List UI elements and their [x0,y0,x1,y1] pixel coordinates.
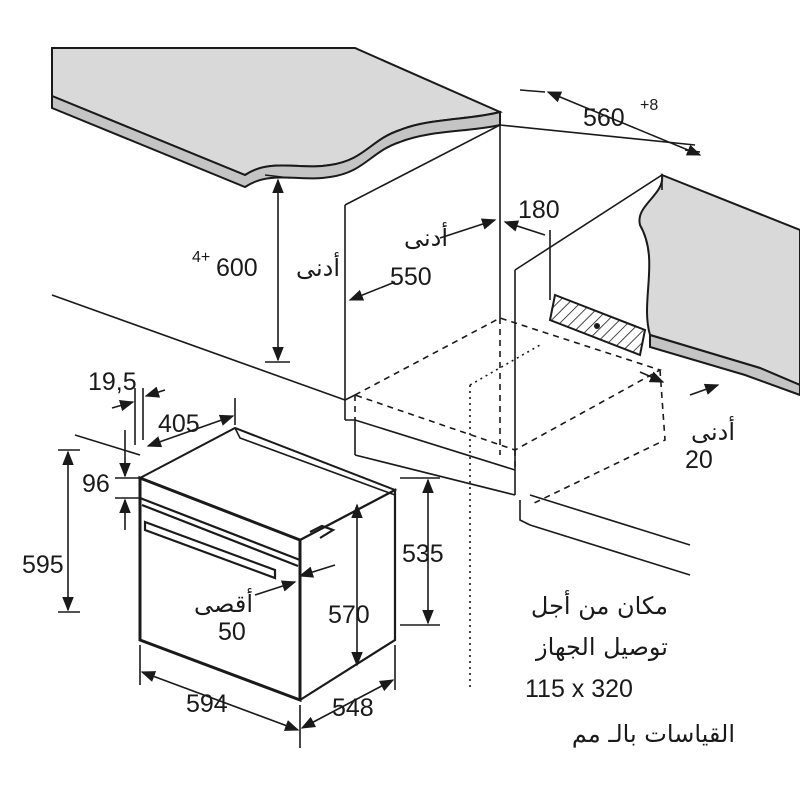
dimension-lines [58,89,720,748]
countertop [51,47,504,189]
dim-19-5: 19,5 [88,368,137,396]
dim-405: 405 [158,410,200,438]
oven [137,426,398,703]
dim-20-min-label: أدنى [691,416,735,446]
dim-535: 535 [402,540,444,568]
note-line-2: توصيل الجهاز [535,633,668,661]
dim-20: 20 [685,446,713,474]
connection-note: مكان من أجل توصيل الجهاز 115 x 320 القيا… [525,590,735,748]
note-line-3: 115 x 320 [525,675,633,703]
dim-594: 594 [186,690,228,718]
dim-180: 180 [518,196,560,224]
dim-96: 96 [82,470,110,498]
note-units: القياسات بالـ مم [572,720,735,748]
dim-595: 595 [22,551,64,579]
dim-560-tolerance: +8 [640,97,658,114]
dim-50: 50 [218,618,246,646]
dim-560: 560 [583,104,625,132]
dim-600: 600 [216,254,258,282]
dim-548: 548 [332,694,374,722]
dim-570: 570 [328,601,370,629]
dim-550: 550 [390,263,432,291]
cabinet-structure [51,123,696,690]
dim-50-max-label: أقصى [194,588,253,618]
dim-600-tolerance: 4+ [192,249,210,266]
note-line-1: مكان من أجل [531,590,668,620]
dimension-labels: 560 +8 4+ 600 أدنى أدنى 550 180 أدنى 20 … [22,97,735,722]
dim-600-min-label: أدنى [296,252,340,282]
countertop-right [638,173,800,397]
dim-550-min-label: أدنى [404,222,448,252]
